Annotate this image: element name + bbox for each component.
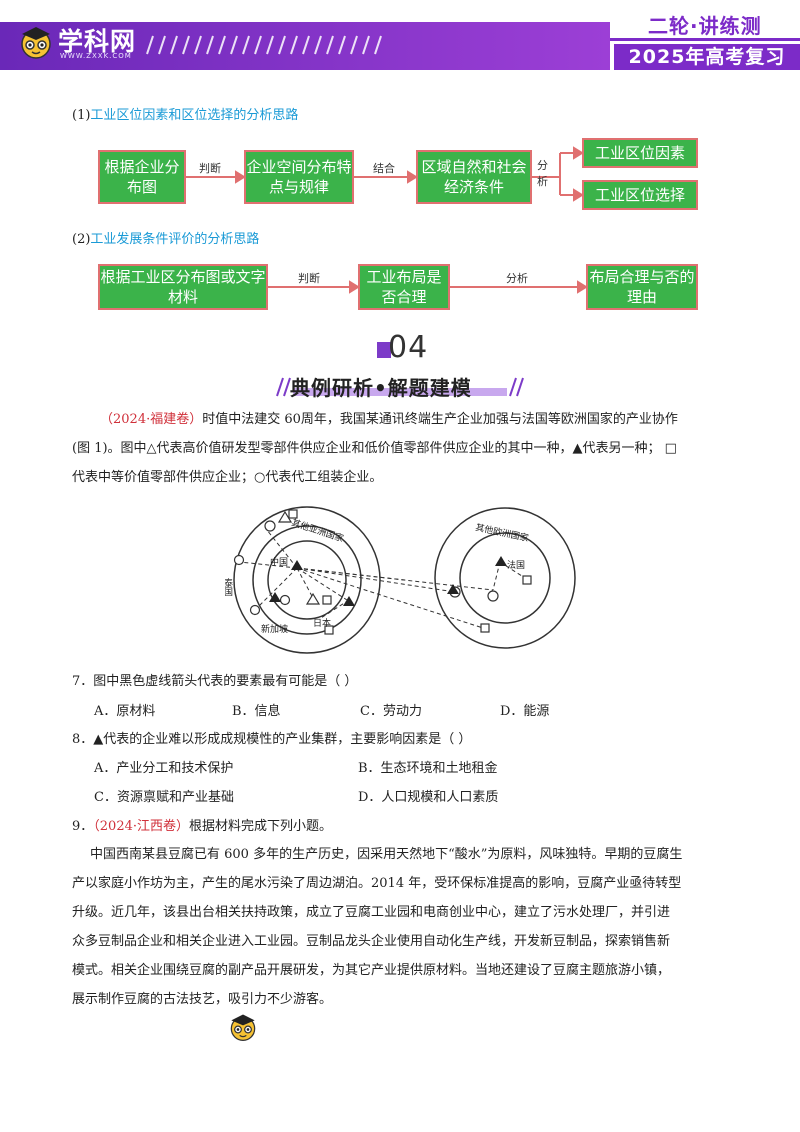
flow1-box-5: 工业区位选择 xyxy=(582,180,698,210)
banner-title: 典例研析•解题建模 xyxy=(290,376,472,400)
flow2-label-1: 判断 xyxy=(298,272,320,285)
figure-label-singapore: 新加坡 xyxy=(261,623,288,635)
figure-label-other-europe: 其他欧洲国家 xyxy=(474,521,529,544)
header-year: 2025年高考复习 xyxy=(614,44,800,70)
q9-material-line-1: 中国西南某县豆腐已有 600 多年的生产历史，因采用天然地下“酸水”为原料，风味… xyxy=(90,847,683,862)
section1-heading: (1)工业区位因素和区位选择的分析思路 xyxy=(72,104,298,123)
banner-number: 04 xyxy=(388,330,429,365)
flow2-arrows xyxy=(268,280,588,294)
flow1-label-2: 结合 xyxy=(373,162,395,175)
q8-option-b: B．生态环境和土地租金 xyxy=(358,761,498,776)
q7-option-d: D．能源 xyxy=(500,704,550,719)
intro-line-1: （2024·福建卷）时值中法建交 60周年，我国某通讯终端生产企业加强与法国等欧… xyxy=(100,405,678,434)
flow2-label-2: 分析 xyxy=(506,272,528,285)
section1-title: 工业区位因素和区位选择的分析思路 xyxy=(90,108,299,123)
intro-source: （2024·福建卷） xyxy=(100,412,203,427)
footer-mascot-icon xyxy=(230,1014,256,1041)
flow2-box-3: 布局合理与否的理由 xyxy=(586,264,698,310)
q9-num: 9． xyxy=(72,819,94,834)
flow2-box-1: 根据工业区分布图或文字材料 xyxy=(98,264,268,310)
q7-option-a: A．原材料 xyxy=(94,704,156,719)
question-9-stem: 9．（2024·江西卷）根据材料完成下列小题。 xyxy=(72,815,332,834)
banner-number-square xyxy=(377,342,391,358)
section2-title: 工业发展条件评价的分析思路 xyxy=(90,232,260,247)
q9-source: （2024·江西卷） xyxy=(93,819,189,834)
question-8-stem: 8．▲代表的企业难以形成成规模性的产业集群，主要影响因素是（ ） xyxy=(72,732,472,747)
section1-num: (1) xyxy=(72,108,91,123)
section2-num: (2) xyxy=(72,232,91,247)
intro-line-2: (图 1)。图中△代表高价值研发型零部件供应企业和低价值零部件供应企业的其中一种… xyxy=(72,441,677,456)
banner-decoration xyxy=(276,377,524,397)
flow1-label-3: 分析 xyxy=(537,159,548,188)
flow1-label-1: 判断 xyxy=(199,162,221,175)
logo-url: WWW.ZXXK.COM xyxy=(60,52,132,60)
intro-text-1: 时值中法建交 60周年，我国某通讯终端生产企业加强与法国等欧洲国家的产业协作 xyxy=(202,412,678,427)
q8-option-c: C．资源禀赋和产业基础 xyxy=(94,790,234,805)
q9-material-line-5: 模式。相关企业围绕豆腐的副产品开展研发，为其它产业提供原材料。当地还建设了豆腐主… xyxy=(72,963,671,978)
figure-label-japan: 日本 xyxy=(313,617,331,629)
header-tag: 二轮·讲练测 xyxy=(648,14,762,38)
flow1-box-4: 工业区位因素 xyxy=(582,138,698,168)
q9-material-line-6: 展示制作豆腐的古法技艺，吸引力不少游客。 xyxy=(72,992,333,1007)
q9-material-line-3: 升级。近几年，该县出台相关扶持政策，成立了豆腐工业园和电商创业中心，建立了污水处… xyxy=(72,905,671,920)
q8-option-d: D．人口规模和人口素质 xyxy=(358,790,499,805)
q8-option-a: A．产业分工和技术保护 xyxy=(94,761,234,776)
q7-option-c: C．劳动力 xyxy=(360,704,422,719)
section2-heading: (2)工业发展条件评价的分析思路 xyxy=(72,228,259,247)
q7-option-b: B．信息 xyxy=(232,704,281,719)
figure-1-diagram: 其他亚洲国家 中国 泰国 新加坡 日本 其他欧洲国家 法国 xyxy=(225,506,576,654)
header-stripes xyxy=(146,35,382,55)
flow2-box-2: 工业布局是否合理 xyxy=(358,264,450,310)
logo-text: 学科网 xyxy=(58,27,137,56)
flow1-box-3: 区域自然和社会经济条件 xyxy=(416,150,532,204)
header-divider xyxy=(610,38,800,41)
question-7-stem: 7．图中黑色虚线箭头代表的要素最有可能是（ ） xyxy=(72,674,358,689)
q9-material-line-4: 众多豆制品企业和相关企业进入工业园。豆制品龙头企业使用自动化生产线，开发新豆制品… xyxy=(72,934,671,949)
flow1-box-1: 根据企业分布图 xyxy=(98,150,186,204)
figure-label-china: 中国 xyxy=(270,556,288,568)
flow1-arrows xyxy=(186,146,584,202)
figure-label-thailand: 泰国 xyxy=(225,577,233,597)
figure-label-france: 法国 xyxy=(507,559,525,571)
flow1-box-2: 企业空间分布特点与规律 xyxy=(244,150,354,204)
q9-text: 根据材料完成下列小题。 xyxy=(189,819,333,834)
logo-mascot-icon xyxy=(21,27,51,59)
q9-material-line-2: 产以家庭小作坊为主，产生的尾水污染了周边湖泊。2014 年，受环保标准提高的影响… xyxy=(72,876,682,891)
figure-label-other-asia: 其他亚洲国家 xyxy=(290,516,345,544)
intro-line-3: 代表中等价值零部件供应企业；○代表代工组装企业。 xyxy=(72,470,383,485)
